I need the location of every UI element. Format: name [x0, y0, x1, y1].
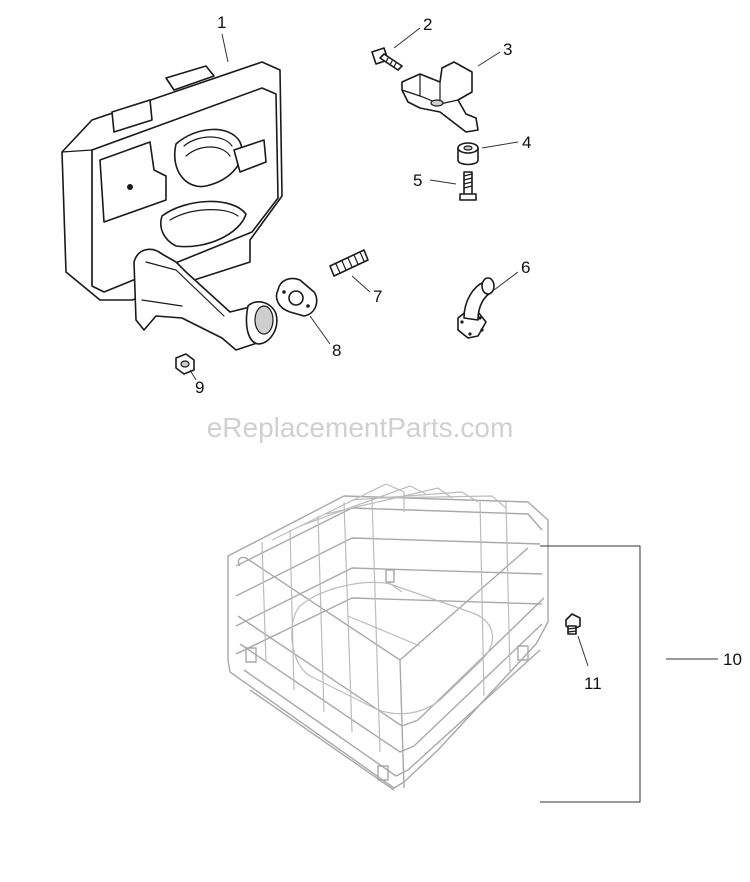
callout-7: 7: [373, 287, 382, 306]
part-10-muffler-guard[interactable]: [227, 483, 549, 791]
callout-1: 1: [217, 13, 226, 32]
watermark-text: eReplacementParts.com: [207, 412, 514, 443]
part-4-spacer[interactable]: [457, 142, 479, 166]
part-7-stud[interactable]: [329, 249, 369, 277]
part-3-bracket[interactable]: [401, 61, 479, 133]
callout-4: 4: [522, 133, 531, 152]
callout-6: 6: [521, 258, 530, 277]
part-8-gasket[interactable]: [275, 277, 318, 317]
callout-5: 5: [413, 171, 422, 190]
part-11-screw[interactable]: [565, 613, 581, 635]
callout-labels: 1 2 3 4 5 6 7 8 9 10 11: [195, 13, 742, 693]
part-9-nut[interactable]: [175, 353, 195, 375]
callout-8: 8: [332, 341, 341, 360]
part-5-bolt[interactable]: [459, 171, 477, 201]
callout-2: 2: [423, 15, 432, 34]
part-1-muffler[interactable]: [61, 61, 283, 351]
callout-9: 9: [195, 378, 204, 397]
callout-11: 11: [584, 674, 602, 693]
callout-10: 10: [723, 650, 742, 669]
part-2-screw[interactable]: [371, 47, 403, 71]
callout-3: 3: [503, 40, 512, 59]
leader-lines: [189, 27, 718, 803]
part-6-elbow[interactable]: [457, 277, 495, 339]
